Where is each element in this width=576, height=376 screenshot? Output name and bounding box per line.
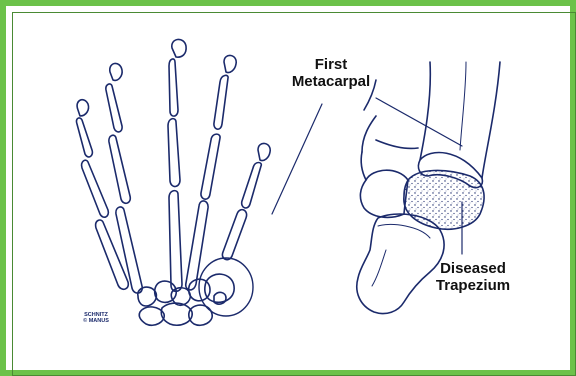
trapezoid-bone bbox=[360, 170, 408, 217]
artist-credit: SCHNITZ © MANUS bbox=[76, 312, 116, 324]
label-diseased-trapezium-line2: Trapezium bbox=[430, 277, 516, 294]
metacarpal-outline-right bbox=[482, 62, 500, 178]
thumb-bones bbox=[222, 143, 270, 259]
label-diseased-trapezium: Diseased Trapezium bbox=[430, 260, 516, 294]
metacarpal-outline-left bbox=[420, 62, 430, 160]
ring-finger-bones bbox=[106, 63, 142, 293]
leader-line-first-metacarpal-closeup bbox=[376, 98, 462, 146]
leader-line-first-metacarpal-hand bbox=[272, 104, 322, 214]
label-first-metacarpal-line1: First bbox=[288, 56, 374, 73]
label-first-metacarpal-line2: Metacarpal bbox=[288, 73, 374, 90]
label-first-metacarpal: First Metacarpal bbox=[288, 56, 374, 90]
label-diseased-trapezium-line1: Diseased bbox=[430, 260, 516, 277]
middle-finger-bones bbox=[168, 39, 186, 291]
artist-credit-line2: © MANUS bbox=[76, 318, 116, 324]
diseased-trapezium bbox=[404, 170, 484, 229]
hand-skeleton bbox=[77, 39, 271, 325]
index-finger-bones bbox=[186, 55, 236, 289]
trapezium-highlight-circle bbox=[199, 258, 253, 316]
